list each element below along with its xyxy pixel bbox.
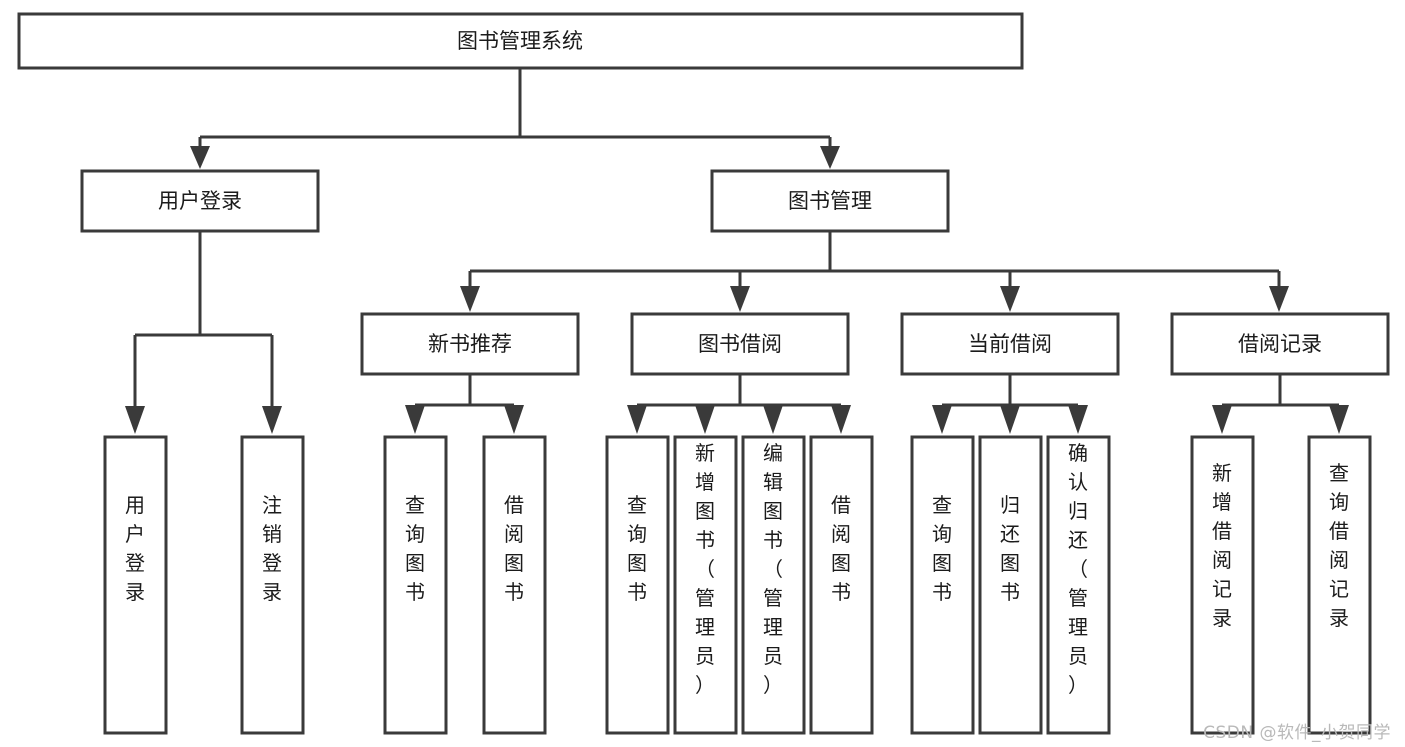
node-root-box xyxy=(17,12,1024,70)
node-book-management[interactable]: 图书管理 xyxy=(710,169,950,233)
node-user-login-label: 用户登录 xyxy=(158,189,242,213)
node-leaf-borrow-book-2-label: 借阅图书 xyxy=(831,493,851,604)
arrow-icon-to-leaf-query-record xyxy=(1329,405,1349,434)
node-leaf-add-record[interactable]: 新增借阅记录 xyxy=(1190,435,1255,735)
node-leaf-query-record[interactable]: 查询借阅记录 xyxy=(1307,435,1372,735)
arrow-icon-to-current-borrow xyxy=(1000,286,1020,312)
node-leaf-edit-book-label: 编辑图书（管理员） xyxy=(763,441,783,697)
node-current-borrow-box xyxy=(900,312,1120,376)
node-leaf-add-record-label: 新增借阅记录 xyxy=(1212,461,1232,630)
csdn-watermark: CSDN @软件_小贺同学 xyxy=(1203,723,1391,743)
node-leaf-user-login-label: 用户登录 xyxy=(125,493,145,604)
node-leaf-query-book-2-label: 查询图书 xyxy=(627,493,647,604)
node-leaf-query-book-3-label: 查询图书 xyxy=(932,493,952,604)
node-leaf-query-book-1[interactable]: 查询图书 xyxy=(383,435,448,735)
node-leaf-confirm-return-box xyxy=(1046,435,1111,735)
node-leaf-edit-book[interactable]: 编辑图书（管理员） xyxy=(741,435,806,735)
arrow-icon-to-leaf-confirm-return xyxy=(1068,405,1088,434)
node-leaf-borrow-book-1[interactable]: 借阅图书 xyxy=(482,435,547,735)
node-leaf-confirm-return[interactable]: 确认归还（管理员） xyxy=(1046,435,1111,735)
connector-root-to-level2 xyxy=(190,68,840,169)
node-leaf-user-logout-box xyxy=(240,435,305,735)
node-leaf-add-book[interactable]: 新增图书（管理员） xyxy=(673,435,738,735)
node-borrow-record-box xyxy=(1170,312,1390,376)
node-leaf-return-book-label: 归还图书 xyxy=(1000,493,1020,604)
node-book-borrow[interactable]: 图书借阅 xyxy=(630,312,850,376)
arrow-icon-to-book-borrow xyxy=(730,286,750,312)
node-leaf-borrow-book-2-box xyxy=(809,435,874,735)
node-leaf-query-book-1-label: 查询图书 xyxy=(405,493,425,604)
node-leaf-user-login[interactable]: 用户登录 xyxy=(103,435,168,735)
node-book-borrow-box xyxy=(630,312,850,376)
arrow-icon-to-leaf-user-logout xyxy=(262,406,282,434)
node-leaf-edit-book-box xyxy=(741,435,806,735)
arrow-icon-to-book-management xyxy=(820,146,840,169)
node-new-book-recommend[interactable]: 新书推荐 xyxy=(360,312,580,376)
node-leaf-confirm-return-label: 确认归还（管理员） xyxy=(1068,441,1088,697)
arrow-icon-to-leaf-borrow-book-1 xyxy=(504,405,524,434)
node-leaf-borrow-book-1-box xyxy=(482,435,547,735)
node-current-borrow[interactable]: 当前借阅 xyxy=(900,312,1120,376)
arrow-icon-to-borrow-record xyxy=(1269,286,1289,312)
connector-new-book-recommend-to-leaves xyxy=(405,374,524,434)
node-current-borrow-label: 当前借阅 xyxy=(968,332,1052,356)
node-leaf-borrow-book-2[interactable]: 借阅图书 xyxy=(809,435,874,735)
node-leaf-user-login-box xyxy=(103,435,168,735)
node-leaf-query-book-2-box xyxy=(605,435,670,735)
arrow-icon-to-leaf-query-book-3 xyxy=(932,405,952,434)
connector-book-management-to-level3 xyxy=(460,231,1289,312)
node-new-book-recommend-box xyxy=(360,312,580,376)
arrow-icon-to-new-book-recommend xyxy=(460,286,480,312)
arrow-icon-to-leaf-user-login xyxy=(125,406,145,434)
node-leaf-add-book-box xyxy=(673,435,738,735)
node-borrow-record[interactable]: 借阅记录 xyxy=(1170,312,1390,376)
node-leaf-query-book-2[interactable]: 查询图书 xyxy=(605,435,670,735)
node-root[interactable]: 图书管理系统 xyxy=(17,12,1024,70)
arrow-icon-to-user-login xyxy=(190,146,210,169)
node-leaf-add-record-box xyxy=(1190,435,1255,735)
arrow-icon-to-leaf-add-record xyxy=(1212,405,1232,434)
node-leaf-return-book[interactable]: 归还图书 xyxy=(978,435,1043,735)
arrow-icon-to-leaf-return-book xyxy=(1000,405,1020,434)
node-leaf-add-book-label: 新增图书（管理员） xyxy=(695,441,715,697)
node-leaf-query-book-1-box xyxy=(383,435,448,735)
node-root-label: 图书管理系统 xyxy=(457,29,583,53)
node-book-management-box xyxy=(710,169,950,233)
node-leaf-query-book-3[interactable]: 查询图书 xyxy=(910,435,975,735)
arrow-icon-to-leaf-add-book xyxy=(695,405,715,434)
connector-current-borrow-to-leaves xyxy=(932,374,1088,434)
arrow-icon-to-leaf-query-book-1 xyxy=(405,405,425,434)
node-leaf-query-record-box xyxy=(1307,435,1372,735)
arrow-icon-to-leaf-borrow-book-2 xyxy=(831,405,851,434)
node-leaf-borrow-book-1-label: 借阅图书 xyxy=(504,493,524,604)
node-leaf-user-logout-label: 注销登录 xyxy=(262,493,282,604)
node-book-borrow-label: 图书借阅 xyxy=(698,332,782,356)
node-borrow-record-label: 借阅记录 xyxy=(1238,332,1322,356)
connector-borrow-record-to-leaves xyxy=(1212,374,1349,434)
node-new-book-recommend-label: 新书推荐 xyxy=(428,332,512,356)
connector-user-login-to-leaves xyxy=(125,231,282,434)
arrow-icon-to-leaf-edit-book xyxy=(763,405,783,434)
node-user-login[interactable]: 用户登录 xyxy=(80,169,320,233)
node-leaf-user-logout[interactable]: 注销登录 xyxy=(240,435,305,735)
node-book-management-label: 图书管理 xyxy=(788,189,872,213)
node-leaf-query-book-3-box xyxy=(910,435,975,735)
connector-book-borrow-to-leaves xyxy=(627,374,851,434)
arrow-icon-to-leaf-query-book-2 xyxy=(627,405,647,434)
node-leaf-query-record-label: 查询借阅记录 xyxy=(1329,461,1349,630)
node-leaf-return-book-box xyxy=(978,435,1043,735)
